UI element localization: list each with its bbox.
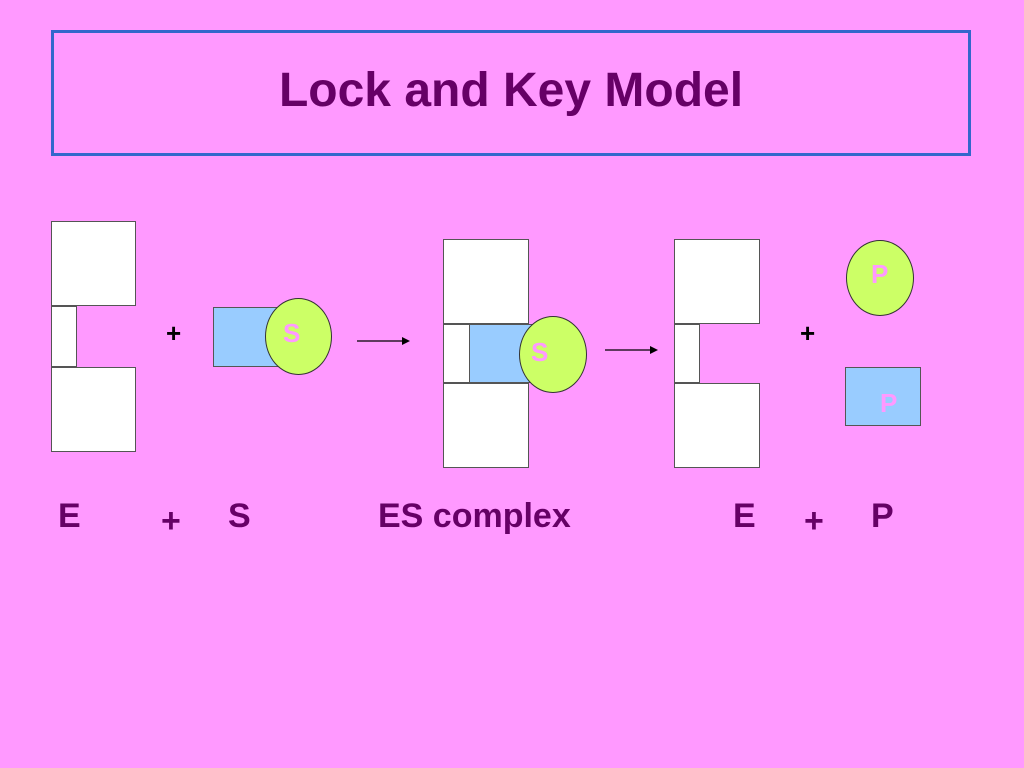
label-es-complex: ES complex [378, 497, 571, 535]
es-enzyme-top-block [443, 239, 529, 324]
product-circle [846, 240, 914, 316]
enzyme-2-bottom-block [674, 383, 760, 468]
substrate-glyph: S [283, 318, 301, 348]
es-enzyme-bottom-block [443, 383, 529, 468]
enzyme-2-top-block [674, 239, 760, 324]
enzyme-1-top-block [51, 221, 136, 306]
es-substrate-circle [519, 316, 587, 393]
enzyme-1-bottom-block [51, 367, 136, 452]
enzyme-1-notch [51, 306, 77, 367]
product-square [845, 367, 921, 426]
es-substrate-glyph: S [531, 337, 549, 367]
label-enzyme: E [58, 497, 81, 535]
title-box: Lock and Key Model [51, 30, 971, 156]
label-enzyme-after: E [733, 497, 756, 535]
label-product: P [871, 497, 894, 535]
es-enzyme-notch [443, 324, 470, 383]
product-square-glyph: P [880, 388, 898, 418]
arrow-2 [605, 346, 658, 354]
enzyme-2-notch [674, 324, 700, 383]
plus-sign-2: + [800, 318, 816, 348]
label-plus-2: + [804, 502, 824, 540]
substrate-circle [265, 298, 332, 375]
plus-sign-1: + [166, 318, 182, 348]
product-circle-glyph: P [871, 259, 889, 289]
label-plus-1: + [161, 502, 181, 540]
label-substrate: S [228, 497, 251, 535]
slide-title: Lock and Key Model [278, 63, 744, 117]
arrow-1 [357, 337, 410, 345]
